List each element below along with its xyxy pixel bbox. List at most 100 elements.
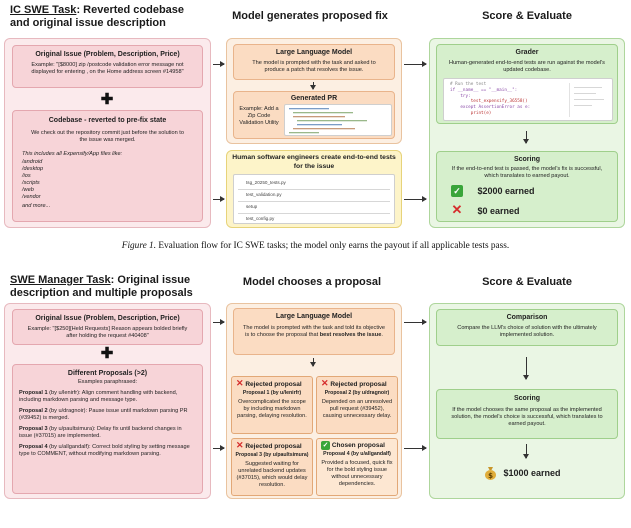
plus-icon: ✚ bbox=[100, 345, 114, 362]
llm-body-text: The model is prompted with the task and … bbox=[242, 325, 386, 338]
card-status-row: ✕ Rejected proposal bbox=[236, 379, 312, 389]
llm-title-top: Large Language Model bbox=[275, 49, 353, 56]
code-side-panel bbox=[569, 83, 607, 117]
test-file: test_validation.py bbox=[246, 192, 282, 197]
score-heading-top: Score & Evaluate bbox=[482, 10, 572, 22]
check-icon: ✓ bbox=[321, 441, 330, 450]
divider bbox=[238, 201, 390, 202]
rejected-card-1: ✕ Rejected proposal Proposal 1 (by u/len… bbox=[231, 376, 313, 434]
card-status-row: ✓ Chosen proposal bbox=[321, 441, 397, 450]
x-icon: ✕ bbox=[451, 202, 463, 217]
swe-manager-title-line2: description and multiple proposals bbox=[10, 287, 193, 299]
file-item: /scripts bbox=[22, 180, 40, 186]
card-proposal: Proposal 2 (by u/dragnoir) bbox=[324, 390, 390, 396]
x-icon: ✕ bbox=[236, 440, 244, 450]
llm-body-end: . bbox=[381, 332, 383, 338]
llm-box-top: Large Language Model The model is prompt… bbox=[233, 44, 395, 80]
comparison-box: Comparison Compare the LLM's choice of s… bbox=[436, 309, 618, 346]
x-icon: ✕ bbox=[236, 378, 244, 388]
earned-row-bottom: $ $1000 earned bbox=[484, 465, 561, 480]
svg-text:$: $ bbox=[488, 472, 493, 480]
pr-code-lines bbox=[289, 108, 367, 134]
original-issue-box: Original Issue (Problem, Description, Pr… bbox=[12, 45, 203, 88]
card-reason: Depended on an unresolved pull request (… bbox=[321, 399, 393, 419]
proposals-sub: Examples paraphrased: bbox=[77, 379, 138, 385]
code-line: try: bbox=[450, 93, 471, 99]
side-line bbox=[574, 93, 596, 94]
arrow-grader-to-scoring bbox=[523, 131, 529, 144]
earned-bottom: $1000 earned bbox=[503, 467, 561, 478]
side-line bbox=[574, 99, 604, 100]
scoring-box-bottom: Scoring If the model chooses the same pr… bbox=[436, 389, 618, 439]
card-status: Chosen proposal bbox=[331, 442, 385, 449]
card-proposal: Proposal 1 (by u/lenirfr) bbox=[242, 390, 302, 396]
swe-manager-title-suffix: : Original issue bbox=[110, 274, 191, 286]
ic-swe-title-line2: and original issue description bbox=[10, 17, 166, 29]
engineers-title: Human software engineers create end-to-e… bbox=[232, 154, 396, 170]
test-file-list: tsg_20250_tests.py test_validation.py se… bbox=[233, 174, 395, 224]
llm-body-bottom: The model is prompted with the task and … bbox=[242, 325, 386, 339]
proposal-label: Proposal 4 bbox=[19, 444, 48, 450]
comparison-body: Compare the LLM's choice of solution wit… bbox=[457, 325, 597, 338]
scoring-body-top: If the end-to-end test is passed, the mo… bbox=[451, 166, 603, 179]
llm-body-emphasis: best resolves the issue bbox=[319, 332, 382, 338]
swe-manager-heading: SWE Manager Task: Original issue descrip… bbox=[10, 274, 220, 300]
arrow-to-llm bbox=[213, 61, 225, 67]
codebase-box: Codebase - reverted to pre-fix state We … bbox=[12, 110, 203, 222]
proposal-author: (by u/allgandalf): bbox=[47, 444, 91, 450]
proposal-item: Proposal 4 (by u/allgandalf): Correct bo… bbox=[19, 444, 196, 458]
original-issue-box-bottom: Original Issue (Problem, Description, Pr… bbox=[12, 309, 203, 345]
original-issue-body: Example: "[$8000] zip /postcode validati… bbox=[31, 62, 184, 75]
check-icon: ✓ bbox=[451, 185, 463, 197]
code-line: print(e) bbox=[450, 110, 492, 116]
earned-fail: $0 earned bbox=[477, 206, 520, 216]
proposal-author: (by u/paultsimura): bbox=[47, 426, 96, 432]
proposals-box: Different Proposals (>2) Examples paraph… bbox=[12, 364, 203, 494]
grader-title: Grader bbox=[515, 49, 539, 56]
swe-manager-title: SWE Manager Task bbox=[10, 274, 111, 286]
figure-caption: Figure 1. Evaluation flow for IC SWE tas… bbox=[0, 241, 631, 252]
card-status: Rejected proposal bbox=[330, 381, 387, 388]
earned-pass: $2000 earned bbox=[477, 186, 535, 196]
file-item: /web bbox=[22, 187, 34, 193]
money-bag-icon: $ bbox=[484, 466, 497, 480]
comparison-title: Comparison bbox=[506, 314, 548, 321]
scoring-body-bottom: If the model chooses the same proposal a… bbox=[451, 407, 603, 427]
original-issue-body-bottom: Example: "[$250][Held Requests] Reason a… bbox=[27, 326, 188, 339]
files-more: and more... bbox=[22, 203, 51, 209]
proposals-title: Different Proposals (>2) bbox=[67, 370, 148, 377]
code-line: if __name__ == "__main__": bbox=[450, 87, 518, 93]
ic-swe-title-suffix: : Reverted codebase bbox=[76, 4, 185, 16]
scoring-title-top: Scoring bbox=[513, 156, 541, 163]
generated-pr-title: Generated PR bbox=[290, 95, 338, 102]
model-choose-heading: Model chooses a proposal bbox=[242, 276, 382, 288]
rejected-card-3: ✕ Rejected proposal Proposal 3 (by u/pau… bbox=[231, 438, 313, 496]
proposal-item: Proposal 3 (by u/paultsimura): Delay fix… bbox=[19, 426, 196, 440]
grader-box: Grader Human-generated end-to-end tests … bbox=[436, 44, 618, 124]
ic-swe-heading: IC SWE Task: Reverted codebase and origi… bbox=[10, 4, 210, 30]
codebase-title: Codebase - reverted to pre-fix state bbox=[48, 117, 167, 124]
scoring-title-bottom: Scoring bbox=[513, 395, 541, 402]
proposal-text: Correct bold styling by setting message … bbox=[19, 444, 190, 457]
proposal-item: Proposal 1 (by u/lenirfr): Align comment… bbox=[19, 390, 196, 404]
plus-icon: ✚ bbox=[100, 91, 114, 108]
ic-swe-title: IC SWE Task bbox=[10, 4, 77, 16]
proposal-item: Proposal 2 (by u/dragnoir): Pause issue … bbox=[19, 408, 196, 422]
arrow-proposals-to-llm bbox=[213, 445, 225, 451]
divider bbox=[238, 213, 390, 214]
test-file: tsg_20250_tests.py bbox=[246, 180, 286, 185]
test-file: test_config.py bbox=[246, 216, 275, 221]
llm-box-bottom: Large Language Model The model is prompt… bbox=[233, 308, 395, 355]
side-line bbox=[574, 87, 602, 88]
original-issue-title: Original Issue (Problem, Description, Pr… bbox=[35, 51, 180, 58]
card-proposal: Proposal 3 (by u/paultsimura) bbox=[235, 452, 309, 458]
llm-body-top: The model is prompted with the task and … bbox=[252, 60, 376, 73]
proposal-text: Align comment handling with backend, inc… bbox=[19, 390, 178, 403]
proposal-text: Pause issue until markdown parsing PR (#… bbox=[19, 408, 188, 421]
file-item: /android bbox=[22, 159, 43, 165]
side-line bbox=[574, 105, 592, 106]
card-reason: Provided a focused, quick fix for the bo… bbox=[321, 460, 393, 487]
scoring-box-top: Scoring If the end-to-end test is passed… bbox=[436, 151, 618, 222]
proposal-label: Proposal 2 bbox=[19, 408, 48, 414]
arrow-to-grader bbox=[404, 61, 427, 67]
